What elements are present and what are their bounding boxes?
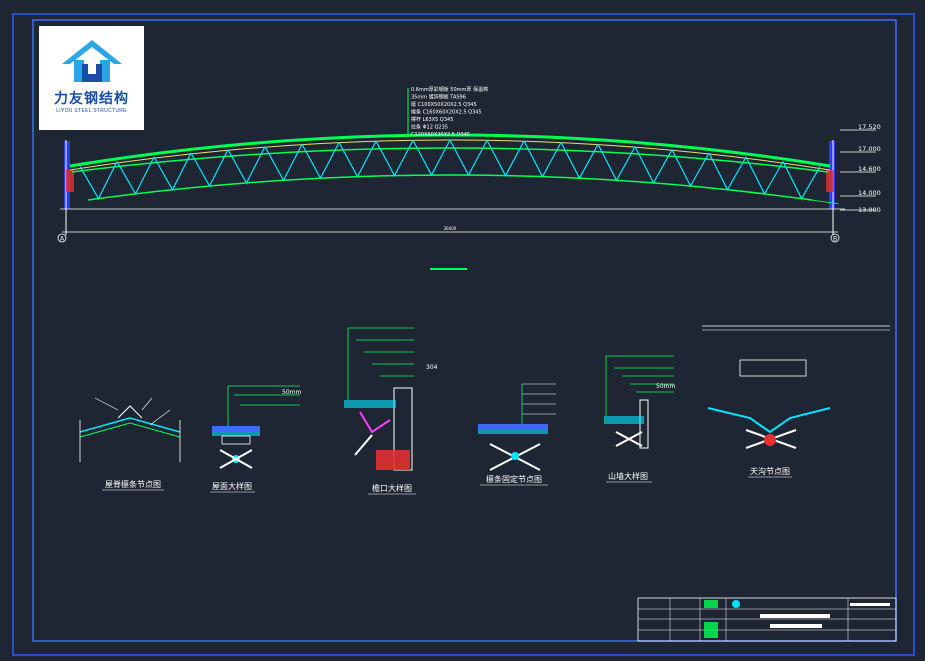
level-5: 13.000 xyxy=(858,206,881,214)
truss-web-member xyxy=(79,161,118,200)
bottom-chord-segment xyxy=(542,176,580,179)
level-2: 17.000 xyxy=(858,145,881,153)
span-dimension: 36000 xyxy=(444,226,457,231)
bottom-chord-segment xyxy=(653,182,691,187)
bottom-chord-segment xyxy=(135,189,173,195)
note-2: 35mm 镀锌钢板 TAS96 xyxy=(411,94,466,101)
inner-frame xyxy=(32,19,897,642)
bottom-chord-segment xyxy=(764,193,802,199)
detail-note-5: 50mm xyxy=(656,383,675,390)
level-3: 14.600 xyxy=(858,165,881,173)
detail-gable: 50mm 山墙大样图 xyxy=(604,355,675,483)
truss-elevation: A B 36000 17.520 17.000 14.600 14.000 13… xyxy=(57,86,881,243)
detail-eave: 304 檐口大样图 xyxy=(344,327,438,495)
axis-left-label: A xyxy=(60,236,65,243)
bottom-chord-segment xyxy=(505,175,543,178)
detail-title-3: 檐口大样图 xyxy=(372,483,412,493)
bottom-chord-segment xyxy=(394,174,432,176)
detail-purlin: 檩条固定节点图 xyxy=(478,383,556,486)
detail-note-3: 304 xyxy=(426,364,438,371)
company-logo: 力友钢结构 LIYOU STEEL STRUCTURE xyxy=(39,26,144,130)
bottom-chord-segment xyxy=(98,193,136,199)
detail-title-6: 天沟节点图 xyxy=(750,466,790,476)
detail-gutter: 天沟节点图 xyxy=(702,325,890,478)
note-5: 撑杆 L63X5 Q345 xyxy=(411,116,453,123)
detail-ridge: 屋脊檩条节点图 xyxy=(79,397,181,491)
bottom-chord-segment xyxy=(616,179,654,184)
bottom-chord-segment xyxy=(209,182,247,187)
bottom-chord-segment xyxy=(172,185,210,191)
level-4: 14.000 xyxy=(858,189,881,197)
note-6: 拉条 Φ12 Q235 xyxy=(411,124,448,131)
bottom-chord-segment xyxy=(283,177,321,181)
note-7: C120X60X20X2.5 Q345 xyxy=(411,132,470,138)
bottom-chord-segment xyxy=(468,174,506,176)
note-3: 檩 C100X50X20X2.5 Q345 xyxy=(411,101,477,108)
note-4: 檩条 C160X60X20X2.5 Q345 xyxy=(411,109,482,116)
note-1: 0.6mm厚彩钢板 50mm厚 保温棉 xyxy=(411,86,488,93)
detail-roof: 50mm 屋面大样图 xyxy=(210,385,301,493)
title-block xyxy=(637,597,897,642)
bottom-chord-segment xyxy=(690,185,728,191)
logo-name-en: LIYOU STEEL STRUCTURE xyxy=(56,108,127,114)
axis-right-label: B xyxy=(833,236,837,243)
bottom-chord-segment xyxy=(727,189,765,195)
house-logo-icon xyxy=(60,38,124,88)
detail-title-2: 屋面大样图 xyxy=(212,481,252,491)
outer-frame xyxy=(12,13,915,656)
detail-title-5: 山墙大样图 xyxy=(608,471,648,481)
detail-note-2: 50mm xyxy=(282,389,301,396)
level-1: 17.520 xyxy=(858,123,881,131)
bottom-chord-segment xyxy=(320,176,358,179)
bottom-chord-segment xyxy=(579,177,617,181)
bottom-chord-segment xyxy=(246,179,284,184)
logo-name-cn: 力友钢结构 xyxy=(54,91,129,107)
detail-title-1: 屋脊檩条节点图 xyxy=(105,479,161,489)
detail-title-4: 檩条固定节点图 xyxy=(486,474,542,484)
bottom-chord-segment xyxy=(357,175,395,178)
bottom-chord-segment xyxy=(801,198,839,205)
